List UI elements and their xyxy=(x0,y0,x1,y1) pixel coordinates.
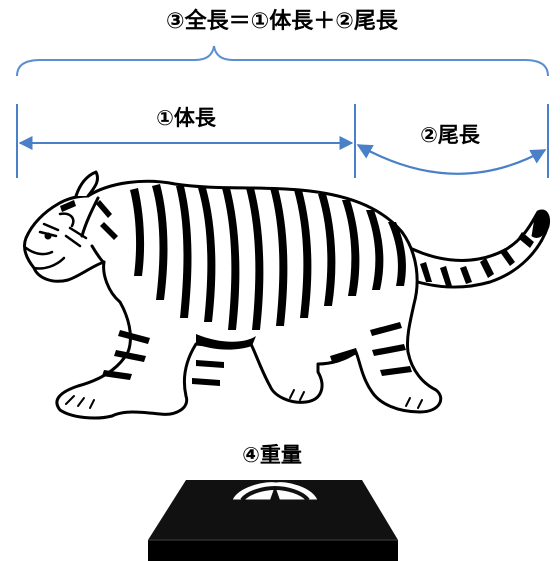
tiger-illustration xyxy=(22,170,550,420)
tail-length-label: ②尾長 xyxy=(420,123,481,147)
weight-label: ④重量 xyxy=(242,443,302,467)
scale-top xyxy=(148,480,398,540)
tail-length-arrow xyxy=(356,144,547,175)
weighing-scale xyxy=(148,480,398,561)
scale-base xyxy=(148,540,398,561)
tiger-stripes xyxy=(60,184,534,386)
total-length-bracket xyxy=(16,45,549,77)
body-length-label: ①体長 xyxy=(156,106,217,130)
total-length-formula: ③全長＝①体長＋②尾長 xyxy=(166,8,399,34)
